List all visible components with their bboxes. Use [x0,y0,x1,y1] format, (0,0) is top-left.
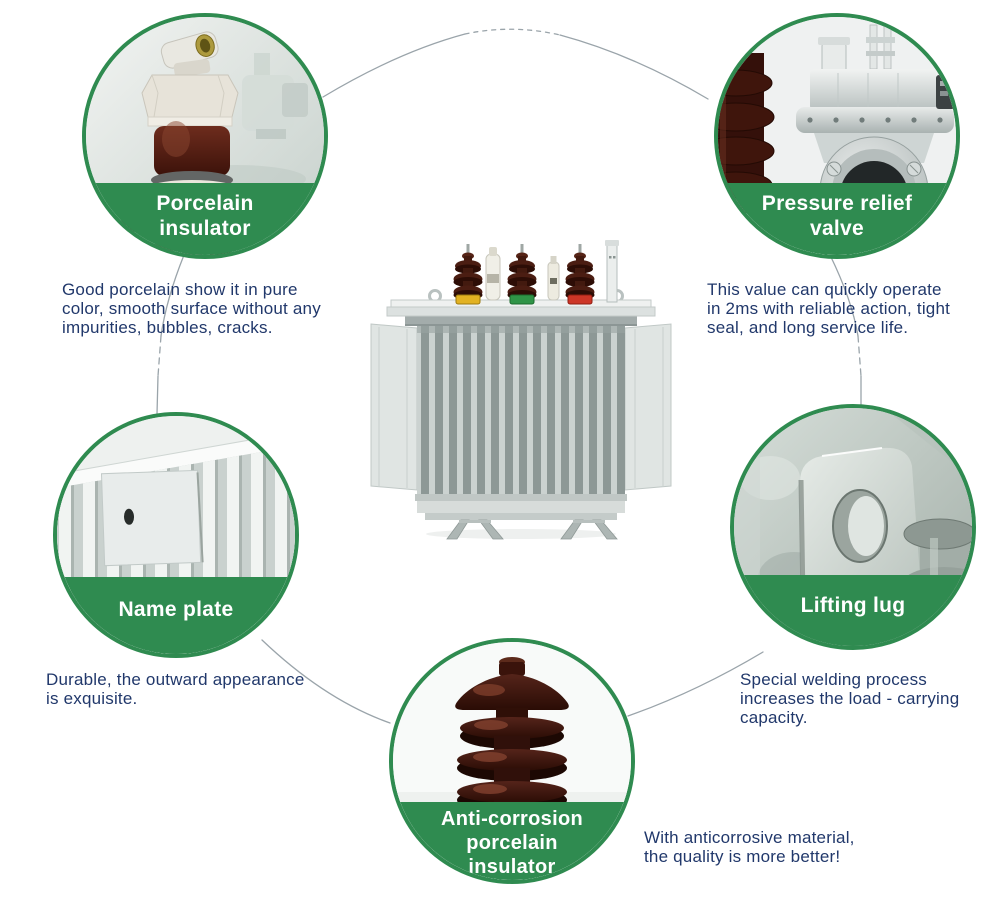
tank-lower-band [417,501,625,513]
top-arc-right [559,34,709,100]
lifting-lug-description: Special welding process increases the lo… [740,670,959,727]
hv-bushing-3 [565,244,595,305]
callout-title-line: Lifting lug [800,594,906,617]
callout-title-banner: Lifting lug [734,575,972,646]
description-line: the quality is more better! [644,847,841,866]
support-feet [446,519,618,540]
left-connector-dashed [157,335,162,377]
under-lid-shadow [405,324,637,326]
background-fitting [242,53,308,139]
description-line: increases the load - carrying [740,689,960,708]
left-radiator-wing [370,323,418,491]
callout-title-line: Pressure relief [761,192,913,215]
description-line: With anticorrosive material, [644,828,855,847]
right-connector-top [829,254,859,337]
transformer-illustration [370,240,672,540]
lv-bushing-2 [547,256,560,301]
right-radiator-wing [624,323,672,491]
top-arc-middle [464,28,561,36]
hv-bushing-2 [507,244,537,305]
callout-title-line: insulator [159,217,251,240]
pressure-relief-valve-circle: Pressure relief valve [714,13,960,259]
description-line: Good porcelain show it in pure [62,280,298,299]
description-line: This value can quickly operate [707,280,942,299]
callout-title-line: Anti-corrosion [441,808,583,830]
description-line: seal, and long service life. [707,318,909,337]
lifting-lug-plate [798,447,920,611]
callout-title-banner: Name plate [57,577,295,654]
radiator-fins [417,326,625,496]
name-plate-panel [100,469,204,567]
description-line: is exquisite. [46,689,138,708]
tank-skirt [425,513,617,520]
hv-bushing-1 [453,244,483,305]
anti-corrosion-insulator-circle: Anti-corrosion porcelain insulator [389,638,635,884]
red-clamp [567,294,593,305]
right-connector-dashed [857,335,862,377]
green-clamp [509,294,535,305]
top-arc-left [322,33,466,98]
description-line: impurities, bubbles, cracks. [62,318,273,337]
description-line: Special welding process [740,670,927,689]
callout-title-line: Name plate [118,598,234,621]
bottom-right-arc [627,651,764,717]
callout-title-banner: Anti-corrosion porcelain insulator [393,802,631,880]
fin-bottom-rail [415,494,627,501]
lv-bushing-1 [485,247,501,301]
left-connector-top [160,254,185,337]
pressure-relief-valve-description: This value can quickly operate in 2ms wi… [707,280,950,337]
yellow-clamp [455,294,481,305]
name-plate-circle: Name plate [53,412,299,658]
lifting-lug-photo [734,408,972,646]
porcelain-insulator-circle: Porcelain insulator [82,13,328,259]
oil-pipe [605,240,619,303]
anti-corrosion-insulator-description: With anticorrosive material, the quality… [644,828,855,866]
name-plate-description: Durable, the outward appearance is exqui… [46,670,305,708]
callout-title-banner: Pressure relief valve [718,183,956,255]
callout-title-line: valve [809,217,865,240]
left-connector-bottom [156,375,159,415]
callout-title-line: insulator [468,856,556,878]
callout-title-line: porcelain [466,832,558,854]
under-lid-band [405,314,637,326]
callout-title-banner: Porcelain insulator [86,183,324,255]
callout-title-line: Porcelain [156,192,254,215]
description-line: in 2ms with reliable action, tight [707,299,951,318]
description-line: Durable, the outward appearance [46,670,305,689]
description-line: color, smooth surface without any [62,299,321,318]
description-line: capacity. [740,708,808,727]
lifting-lug-circle: Lifting lug [730,404,976,650]
porcelain-insulator-description: Good porcelain show it in pure color, sm… [62,280,321,337]
